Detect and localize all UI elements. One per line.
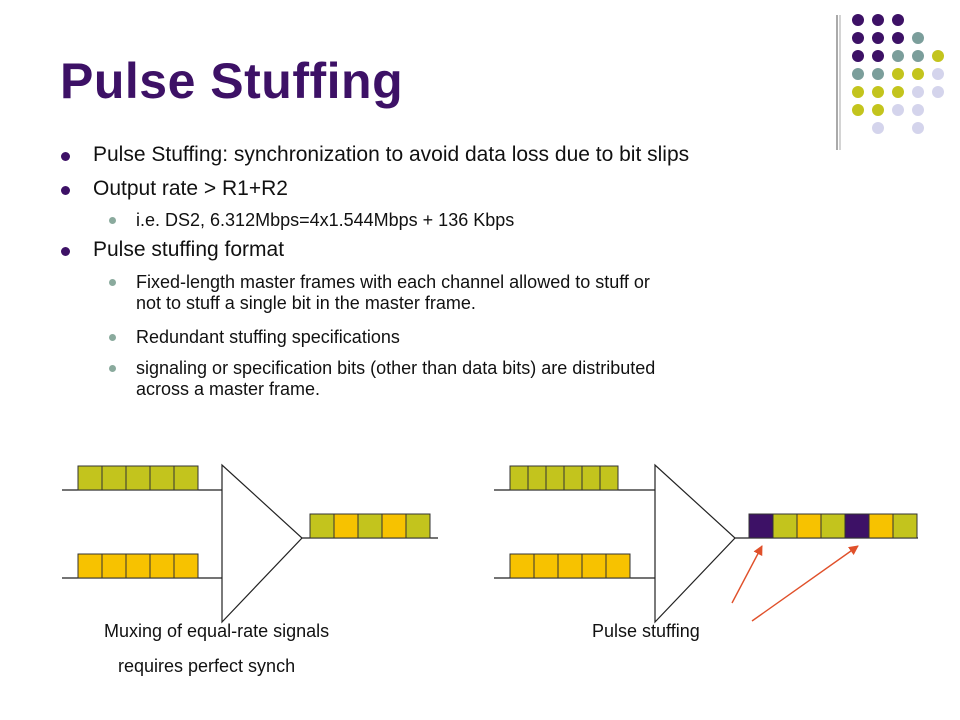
bullet-text: Output rate > R1+R2 xyxy=(93,177,288,200)
sub-bullet-dot-icon xyxy=(109,217,116,224)
sub-bullet-fixed-length-frames: Fixed-length master frames with each cha… xyxy=(109,272,650,314)
decor-dot xyxy=(852,50,864,62)
decor-dot xyxy=(872,32,884,44)
frame-input-bottom-right xyxy=(509,553,631,579)
decor-dot xyxy=(912,50,924,62)
decor-dot xyxy=(932,86,944,98)
mux-equal-rate xyxy=(62,463,438,624)
decor-dot xyxy=(852,14,864,26)
sub-bullet-dot-icon xyxy=(109,365,116,372)
decor-dot xyxy=(912,122,924,134)
bullet-text: Fixed-length master frames with each cha… xyxy=(136,272,650,292)
decor-dot xyxy=(912,68,924,80)
mux-triangle-left xyxy=(221,463,303,624)
frame-input-top-left xyxy=(77,465,199,491)
decor-dot xyxy=(872,86,884,98)
frame-output-left xyxy=(309,513,431,539)
sub-bullet-dot-icon xyxy=(109,334,116,341)
frame-output-right xyxy=(748,513,918,539)
bullet-text: Pulse stuffing format xyxy=(93,238,285,261)
arrow-to-stuffing-bit-2 xyxy=(751,545,859,622)
bullet-dot-icon xyxy=(61,152,70,161)
frame-input-top-right xyxy=(509,465,619,491)
sub-bullet-redundant-specs: Redundant stuffing specifications xyxy=(109,327,400,348)
decor-dot xyxy=(912,32,924,44)
decor-dot xyxy=(932,50,944,62)
arrow-to-stuffing-bit-1 xyxy=(731,545,763,604)
bullet-text-continued: not to stuff a single bit in the master … xyxy=(136,293,476,313)
caption-pulse-stuffing: Pulse stuffing xyxy=(592,621,700,641)
bullet-dot-icon xyxy=(61,186,70,195)
sub-bullet-signaling-bits: signaling or specification bits (other t… xyxy=(109,358,656,400)
bullet-pulse-stuffing-format: Pulse stuffing format xyxy=(61,238,285,262)
mux-pulse-stuffing xyxy=(494,463,918,624)
decor-dot xyxy=(912,86,924,98)
bullet-pulse-stuffing-definition: Pulse Stuffing: synchronization to avoid… xyxy=(61,143,690,167)
decor-dot xyxy=(892,68,904,80)
decor-dot xyxy=(912,104,924,116)
mux-triangle-right xyxy=(654,463,736,624)
decor-dot xyxy=(892,86,904,98)
decor-dot xyxy=(872,122,884,134)
decor-dot xyxy=(892,32,904,44)
caption-equal-rate-line1: Muxing of equal-rate signals xyxy=(104,621,330,641)
bullet-text: i.e. DS2, 6.312Mbps=4x1.544Mbps + 136 Kb… xyxy=(136,210,515,230)
bullet-dot-icon xyxy=(61,247,70,256)
decor-dot xyxy=(852,86,864,98)
bullet-output-rate: Output rate > R1+R2 xyxy=(61,177,288,201)
caption-equal-rate-line2: requires perfect synch xyxy=(118,656,296,676)
bullet-text: Redundant stuffing specifications xyxy=(136,327,400,347)
sub-bullet-dot-icon xyxy=(109,279,116,286)
bullet-text: Pulse Stuffing: synchronization to avoid… xyxy=(93,143,690,166)
slide-title: Pulse Stuffing xyxy=(60,53,404,109)
decor-dot xyxy=(892,50,904,62)
sub-bullet-ds2-example: i.e. DS2, 6.312Mbps=4x1.544Mbps + 136 Kb… xyxy=(109,210,515,231)
bullet-text: signaling or specification bits (other t… xyxy=(136,358,656,378)
dot-grid-decoration-icon xyxy=(836,14,944,150)
decor-dot xyxy=(892,104,904,116)
decor-dot xyxy=(872,68,884,80)
decor-dot xyxy=(872,14,884,26)
decor-dot xyxy=(852,32,864,44)
decor-dot xyxy=(892,14,904,26)
decor-dot xyxy=(852,104,864,116)
decor-dot xyxy=(932,68,944,80)
decor-dot xyxy=(872,104,884,116)
stuffing-bit-2 xyxy=(844,513,870,539)
decor-dot xyxy=(872,50,884,62)
frame-input-bottom-left xyxy=(77,553,199,579)
bullet-text-continued: across a master frame. xyxy=(136,379,321,399)
decor-dot xyxy=(852,68,864,80)
stuffing-bit-1 xyxy=(748,513,774,539)
